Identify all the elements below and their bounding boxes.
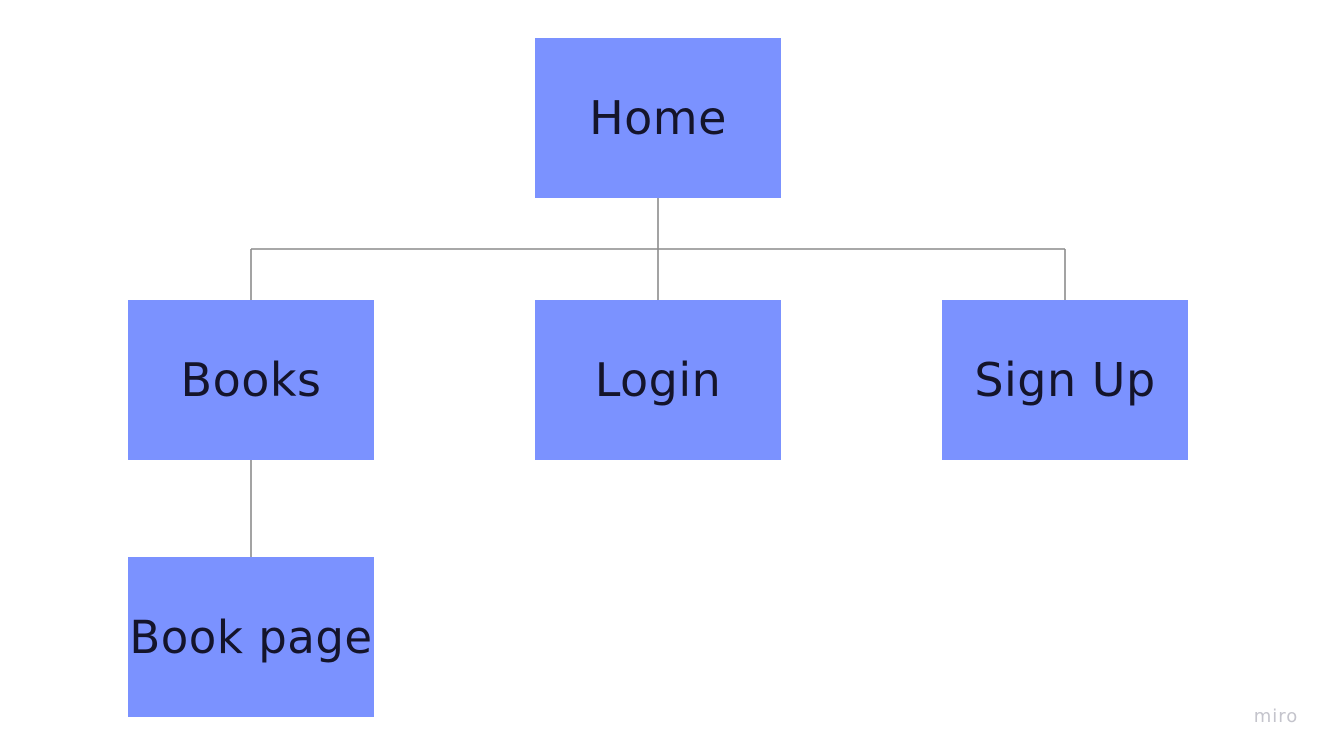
node-signup[interactable]: Sign Up [942,300,1188,460]
node-bookpage-label: Book page [129,610,373,664]
node-home-label: Home [589,91,727,145]
node-bookpage[interactable]: Book page [128,557,374,717]
node-home[interactable]: Home [535,38,781,198]
miro-watermark: miro [1253,706,1299,727]
node-login[interactable]: Login [535,300,781,460]
node-signup-label: Sign Up [974,353,1156,407]
node-login-label: Login [594,353,722,407]
node-books-label: Books [180,353,322,407]
node-books[interactable]: Books [128,300,374,460]
